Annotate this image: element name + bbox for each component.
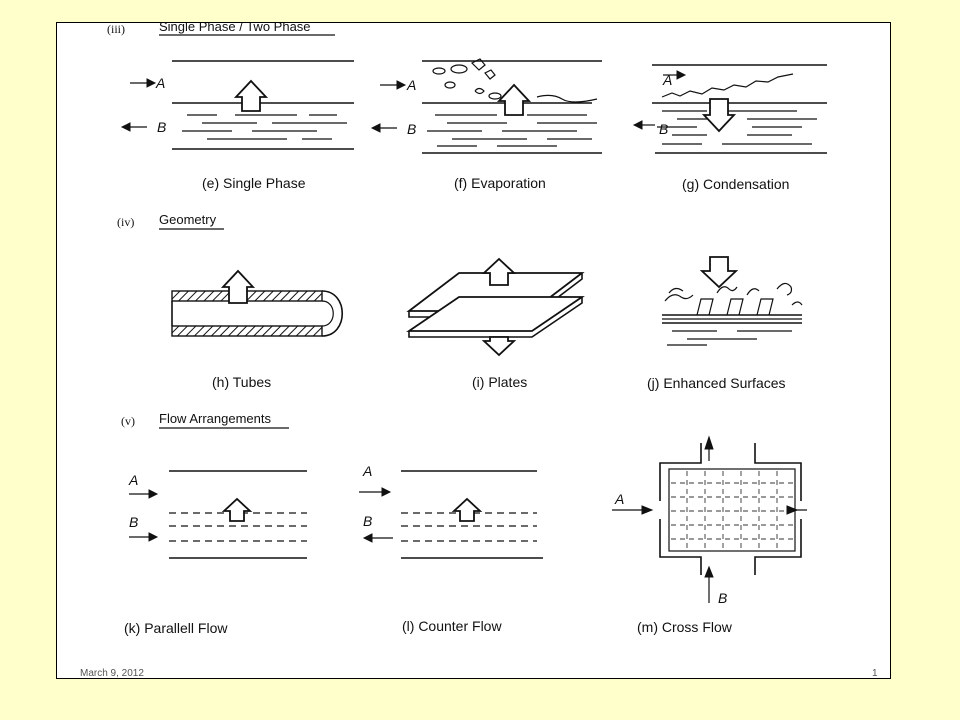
fluid-label-a: A — [614, 491, 624, 507]
fluid-label-b: B — [129, 514, 138, 530]
section-number-v: (v) — [121, 414, 135, 428]
caption-enhanced-surfaces: (j) Enhanced Surfaces — [647, 375, 786, 391]
fluid-label-b: B — [157, 119, 166, 135]
fluid-label-a: A — [362, 463, 372, 479]
heat-flow-up-arrow-icon — [221, 497, 253, 522]
section-number-iv: (iv) — [117, 215, 134, 229]
heat-flow-down-arrow-icon — [481, 336, 517, 357]
section-title-single-two-phase: Single Phase / Two Phase — [159, 23, 311, 34]
fluid-label-a: A — [155, 75, 165, 91]
heat-exchanger-classification-diagram: (iii) Single Phase / Two Phase A B (e) S… — [107, 23, 827, 636]
fluid-a-inflow-arrow-icon — [381, 487, 392, 497]
fluid-label-b: B — [363, 513, 372, 529]
fluid-label-a: A — [662, 72, 672, 88]
heat-flow-up-arrow-icon — [233, 79, 269, 112]
fluid-a-inflow-arrow-icon — [676, 70, 687, 80]
diagram-panel: (iii) Single Phase / Two Phase A B (e) S… — [56, 22, 891, 679]
fluid-b-inflow-arrow-icon — [704, 565, 714, 578]
caption-counter-flow: (l) Counter Flow — [402, 618, 502, 634]
fluid-a-inflow-arrow-icon — [641, 505, 654, 515]
evaporation-diagram: A B — [370, 58, 602, 154]
section-title-geometry: Geometry — [159, 212, 217, 227]
fluid-b-inflow-arrow-icon — [148, 532, 159, 542]
heat-flow-up-arrow-icon — [451, 497, 483, 522]
section-number-iii: (iii) — [107, 23, 125, 36]
fluid-b-return-arrow-icon — [370, 123, 381, 133]
heat-flow-up-arrow-icon — [220, 269, 256, 304]
caption-evaporation: (f) Evaporation — [454, 175, 546, 191]
fluid-label-a: A — [128, 472, 138, 488]
fluid-label-a: A — [406, 77, 416, 93]
enhanced-surfaces-diagram — [662, 256, 803, 346]
cross-flow-diagram: A B — [612, 435, 807, 606]
fluid-label-b: B — [718, 590, 727, 606]
fluid-a-inflow-arrow-icon — [396, 80, 407, 90]
fluid-b-return-arrow-icon — [120, 122, 131, 132]
heat-flow-up-arrow-icon — [481, 257, 517, 286]
fluid-label-b: B — [659, 121, 668, 137]
counter-flow-diagram: A B — [359, 463, 543, 559]
caption-parallel-flow: (k) Parallell Flow — [124, 620, 228, 636]
caption-single-phase: (e) Single Phase — [202, 175, 306, 191]
heat-flow-down-arrow-icon — [699, 256, 739, 289]
caption-condensation: (g) Condensation — [682, 176, 789, 192]
fluid-b-outflow-arrow-icon — [704, 435, 714, 450]
fluid-a-inflow-arrow-icon — [146, 78, 157, 88]
footer-date: March 9, 2012 — [80, 668, 144, 679]
fluid-b-counter-arrow-icon — [362, 533, 373, 543]
caption-cross-flow: (m) Cross Flow — [637, 619, 733, 635]
tubes-diagram — [171, 269, 344, 337]
plates-diagram — [406, 257, 585, 357]
fluid-b-return-arrow-icon — [632, 120, 643, 130]
caption-tubes: (h) Tubes — [212, 374, 271, 390]
heat-flow-down-arrow-icon — [701, 98, 737, 133]
parallel-flow-diagram: A B — [128, 470, 307, 559]
heat-flow-up-arrow-icon — [496, 83, 532, 116]
fluid-label-b: B — [407, 121, 416, 137]
footer-page-number: 1 — [872, 668, 878, 679]
condensation-diagram: A B — [632, 64, 827, 154]
single-phase-diagram: A B — [120, 60, 354, 150]
section-title-flow-arrangements: Flow Arrangements — [159, 411, 271, 426]
caption-plates: (i) Plates — [472, 374, 527, 390]
fluid-a-inflow-arrow-icon — [148, 489, 159, 499]
